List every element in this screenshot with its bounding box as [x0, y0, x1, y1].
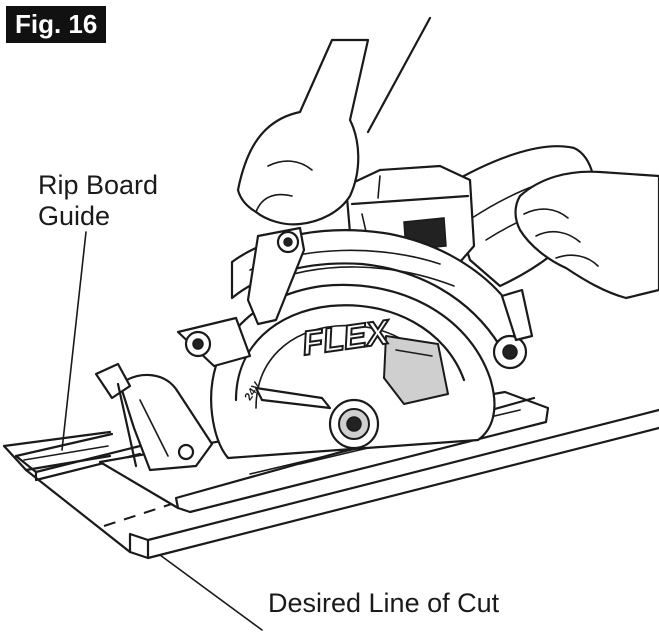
front-lower-guard	[94, 362, 214, 472]
lower-guard-lever	[254, 386, 332, 410]
cut-line-leader-line	[159, 554, 263, 631]
rip-board-guide-label: Rip Board Guide	[38, 170, 158, 232]
rip-guide-leader-line	[61, 231, 87, 451]
bevel-knob	[492, 288, 534, 370]
desired-line-of-cut-label: Desired Line of Cut	[268, 588, 500, 618]
left-hand	[236, 16, 432, 226]
figure-label: Fig. 16	[6, 6, 107, 43]
bevel-bracket	[176, 316, 252, 368]
rip-board-guide-label-line1: Rip Board	[38, 170, 159, 200]
arbor-bolt	[328, 398, 380, 450]
workpiece-board	[2, 408, 659, 560]
right-hand	[514, 170, 659, 300]
front-handle	[246, 226, 306, 326]
rip-board-guide-label-line2: Guide	[38, 201, 111, 231]
desired-cut-dashed-line	[103, 497, 191, 527]
